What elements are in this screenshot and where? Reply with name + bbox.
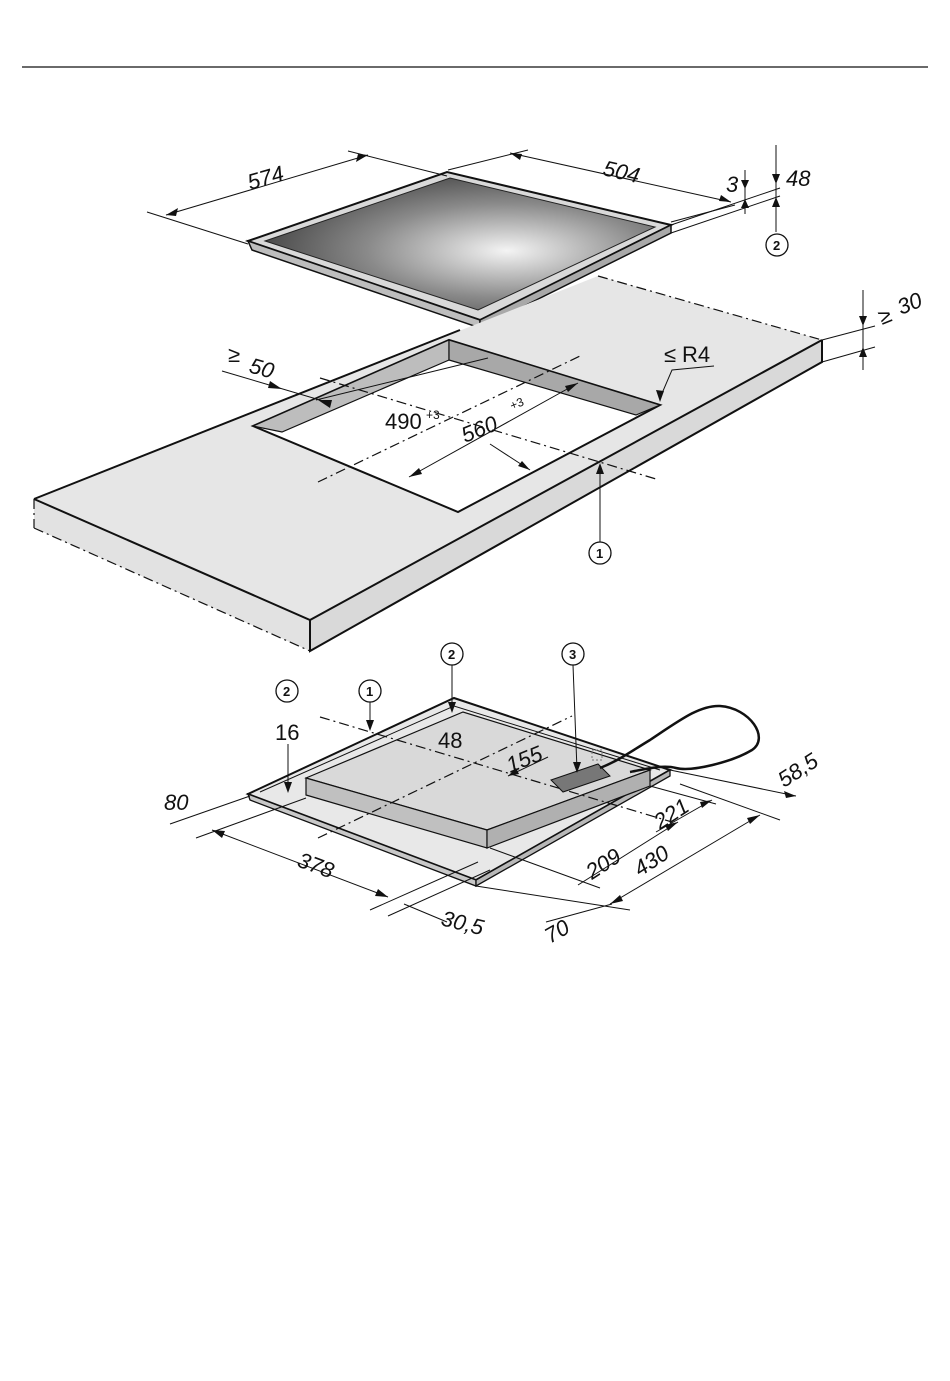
dim-left-offset: 80 [164,790,189,815]
dim-glass-thickness: 3 [726,172,739,197]
dim-edge-height: 16 [275,720,299,745]
callout-3-label: 3 [569,647,576,662]
callout-2-center-label: 2 [448,647,455,662]
callout-2-left-label: 2 [283,684,290,699]
dim-70: 70 [540,914,574,948]
callout-1-underside-label: 1 [366,684,373,699]
dim-221: 221 [648,793,693,835]
dim-hob-depth: 504 [601,156,642,189]
dim-front-offset: 30,5 [439,906,487,941]
callout-2-top-label: 2 [773,238,780,253]
worktop-drawing: ≥ 50 490 +3 560 +3 ≤ R4 ≥ 30 1 [34,276,926,651]
dim-hob-height: 48 [786,166,811,191]
callout-1-worktop-label: 1 [596,546,603,561]
dim-body-width: 378 [294,847,338,883]
dim-209: 209 [580,843,625,885]
dim-corner-radius: R4 [682,342,710,367]
dim-58-5: 58,5 [773,747,823,792]
dim-worktop-thickness: 30 [894,287,927,320]
dim-body-height: 48 [438,728,462,753]
dim-corner-radius-symbol: ≤ [664,342,676,367]
hob-drawing: 574 504 3 48 2 [147,145,811,328]
dim-cutout-width-tol: +3 [426,408,440,422]
dim-hob-width: 574 [244,161,286,195]
dim-min-edge-distance: 50 [247,353,278,384]
dim-min-edge-symbol: ≥ [228,342,240,367]
dim-430: 430 [629,840,674,881]
dim-worktop-thickness-symbol: ≥ [875,302,896,330]
dim-cutout-width: 490 [385,409,422,434]
hob-underside-drawing: 2 16 1 2 48 3 155 80 378 [164,643,823,948]
